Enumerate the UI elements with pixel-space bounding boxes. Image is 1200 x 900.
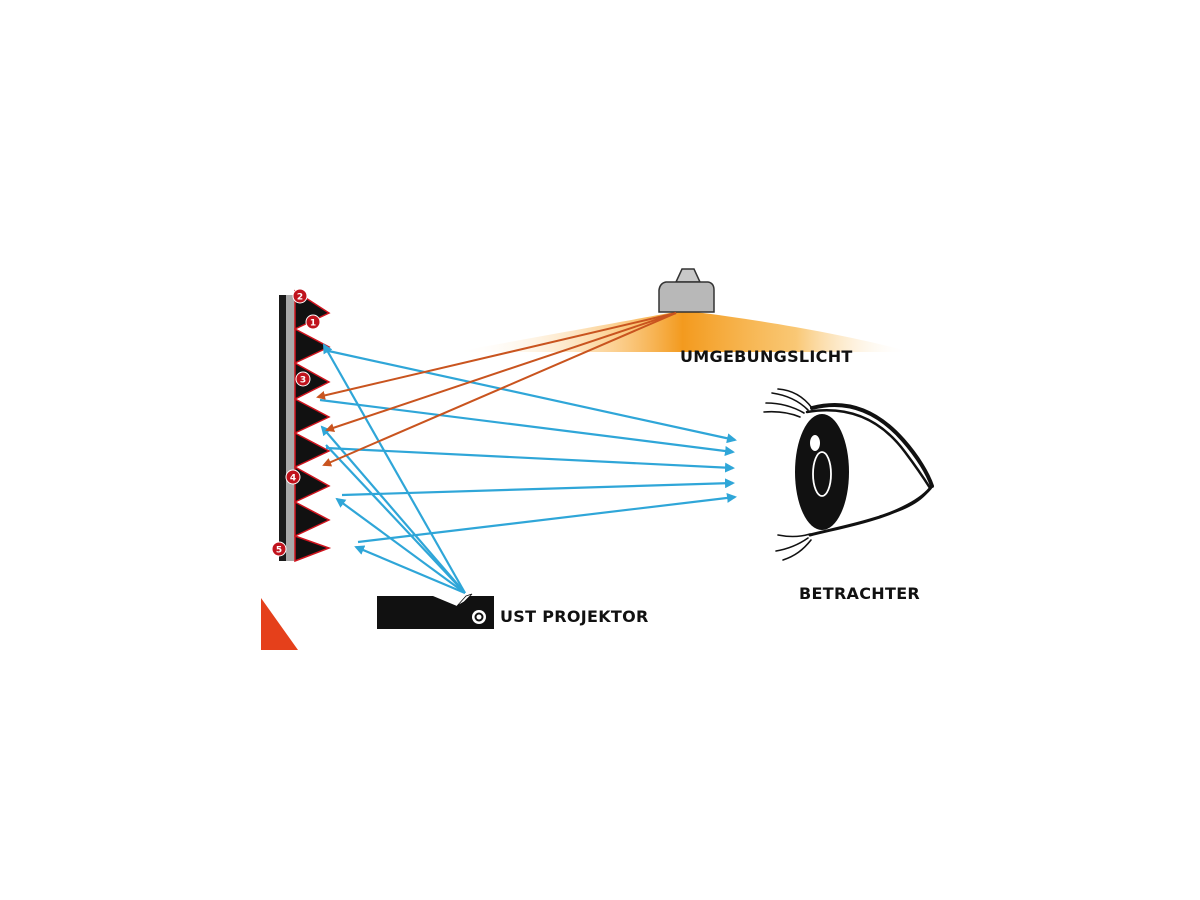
marker-1: 1 <box>305 314 321 330</box>
marker-2: 2 <box>292 288 308 304</box>
marker-3: 3 <box>295 371 311 387</box>
marker-4: 4 <box>285 469 301 485</box>
projector-ray-1 <box>323 343 466 594</box>
eye-icon <box>763 388 934 561</box>
ambient-ray-2 <box>325 312 677 433</box>
svg-text:2: 2 <box>297 293 303 303</box>
alr-screen <box>279 289 332 563</box>
projector-ray-4 <box>354 545 466 595</box>
projector-ray-5 <box>325 444 466 594</box>
corner-triangle <box>261 598 298 650</box>
svg-text:3: 3 <box>300 376 306 386</box>
projector-ray-3 <box>335 497 466 594</box>
reflected-ray-4 <box>341 478 735 497</box>
marker-5: 5 <box>271 541 287 557</box>
reflected-ray-5 <box>357 492 737 544</box>
reflected-ray-3 <box>325 446 735 473</box>
svg-text:5: 5 <box>276 546 282 556</box>
ambient-ray-3 <box>322 312 677 467</box>
svg-text:1: 1 <box>310 319 316 329</box>
viewer-label: BETRACHTER <box>799 584 920 603</box>
ceiling-lamp-icon <box>658 268 715 313</box>
ambient-light-glow <box>455 312 910 352</box>
reflected-ray-1 <box>323 348 737 444</box>
projector-label: UST PROJEKTOR <box>500 607 649 626</box>
ambient-light-label: UMGEBUNGSLICHT <box>680 347 853 366</box>
ust-projector-icon <box>377 593 494 629</box>
ambient-ray-1 <box>316 312 677 400</box>
svg-text:4: 4 <box>290 474 296 484</box>
